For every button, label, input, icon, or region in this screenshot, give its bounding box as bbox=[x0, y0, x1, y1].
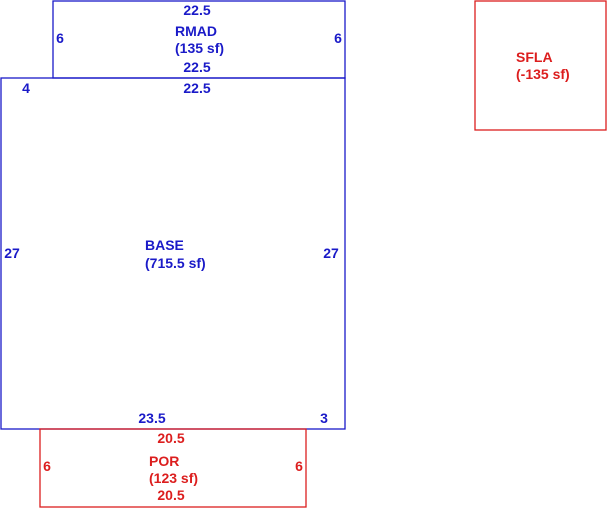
por-area: (123 sf) bbox=[149, 470, 198, 486]
base-dim-bottom: 23.5 bbox=[138, 410, 165, 426]
rmad-dim-top: 22.5 bbox=[183, 2, 210, 18]
por-dim-top: 20.5 bbox=[157, 430, 184, 446]
base-name: BASE bbox=[145, 237, 184, 253]
base-dim-bottom-right: 3 bbox=[320, 410, 328, 426]
rmad-dim-right: 6 bbox=[334, 30, 342, 46]
sfla-name: SFLA bbox=[516, 49, 553, 65]
base-outline bbox=[0, 77, 346, 430]
rmad-dim-bottom: 22.5 bbox=[183, 59, 210, 75]
por-dim-right: 6 bbox=[295, 458, 303, 474]
base-dim-top-left: 4 bbox=[22, 80, 30, 96]
base-dim-left: 27 bbox=[4, 245, 20, 261]
por-outline bbox=[39, 428, 307, 508]
por-name: POR bbox=[149, 453, 179, 469]
por-dim-left: 6 bbox=[43, 458, 51, 474]
base-area: (715.5 sf) bbox=[145, 255, 206, 271]
base-dim-top: 22.5 bbox=[183, 80, 210, 96]
sfla-area: (-135 sf) bbox=[516, 66, 570, 82]
por-dim-bottom: 20.5 bbox=[157, 487, 184, 503]
rmad-area: (135 sf) bbox=[175, 40, 224, 56]
rmad-name: RMAD bbox=[175, 23, 217, 39]
rmad-dim-left: 6 bbox=[56, 30, 64, 46]
sfla-outline bbox=[474, 0, 607, 131]
base-dim-right: 27 bbox=[323, 245, 339, 261]
